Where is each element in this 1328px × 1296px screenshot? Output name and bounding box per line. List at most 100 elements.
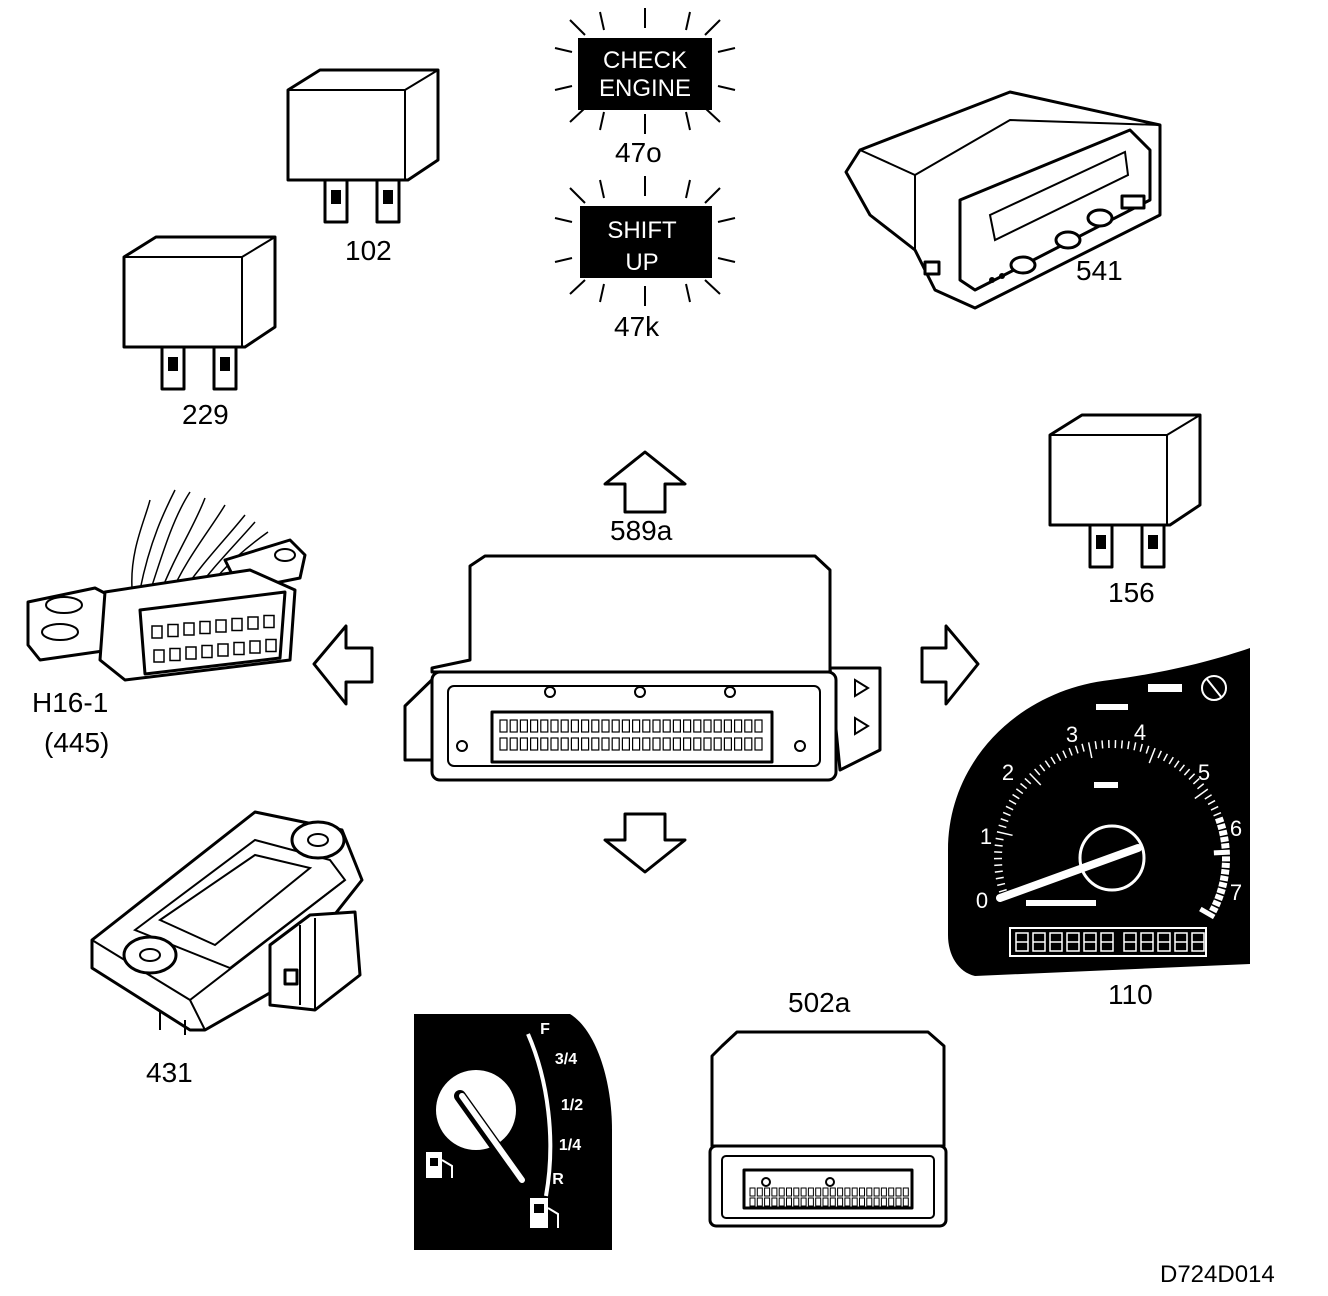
module-pin — [888, 1187, 895, 1197]
ecu-pin — [611, 737, 620, 751]
instrument-cluster-110 — [948, 648, 1250, 976]
module-pin — [844, 1187, 851, 1197]
module-pin — [844, 1197, 851, 1207]
ecu-pin — [723, 737, 733, 751]
ecu-pin — [733, 737, 743, 751]
module-pin — [837, 1197, 844, 1207]
tach-tick — [1220, 836, 1229, 843]
tach-tick — [1210, 805, 1219, 811]
tach-tick — [1211, 899, 1222, 908]
tach-tick — [1221, 862, 1230, 869]
tach-tick — [1178, 764, 1186, 772]
label-229: 229 — [182, 399, 229, 430]
h16-pin — [217, 643, 229, 657]
tach-tick — [1000, 818, 1009, 823]
tach-tick — [1024, 777, 1032, 785]
module-pin — [888, 1197, 895, 1207]
ecu-pin — [744, 719, 753, 733]
check-engine-text-1: CHECK — [603, 47, 687, 74]
tach-label-0: 0 — [976, 888, 988, 913]
ecu-pin — [611, 719, 620, 733]
odometer-display — [1015, 932, 1205, 952]
tach-tick — [1162, 753, 1169, 762]
module-pin — [749, 1197, 756, 1207]
h16-pin — [185, 646, 197, 660]
h16-pin — [263, 614, 275, 629]
module-pin — [829, 1197, 836, 1207]
module-pin — [851, 1187, 858, 1197]
tach-label-3: 3 — [1066, 722, 1078, 747]
arrow-right — [920, 624, 980, 706]
h16-pin — [249, 640, 261, 654]
ecu-pin — [733, 719, 743, 733]
ecu-pin — [693, 719, 702, 733]
ecu-pin — [499, 737, 508, 751]
ecu-pin — [591, 719, 600, 733]
module-pin — [822, 1197, 829, 1207]
module-pin — [793, 1197, 800, 1207]
tach-tick — [1127, 741, 1130, 750]
ecu-pin — [580, 719, 590, 733]
ecu-pin — [621, 737, 631, 751]
module-pin — [880, 1197, 887, 1207]
ecu-pin-grid — [499, 719, 763, 751]
tach-label-5: 5 — [1198, 760, 1210, 785]
ecu-pin — [550, 719, 559, 733]
tach-tick — [1020, 782, 1028, 790]
ecu-pin — [509, 719, 518, 733]
module-pin — [851, 1197, 858, 1207]
tach-tick — [1183, 768, 1191, 776]
sensor-431 — [90, 810, 364, 1035]
h16-pin — [233, 641, 245, 656]
label-47k: 47k — [614, 311, 660, 342]
tach-tick — [1081, 743, 1085, 752]
label-445: (445) — [44, 727, 109, 758]
tach-tick — [1008, 799, 1017, 805]
tach-tick — [1204, 794, 1213, 800]
module-pin — [778, 1187, 785, 1197]
module-pin — [756, 1197, 763, 1207]
tach-tick — [1218, 829, 1228, 837]
ecu-pin — [601, 737, 610, 751]
h16-pin — [199, 620, 211, 635]
tach-tick — [1168, 756, 1174, 765]
tach-tick — [1120, 740, 1124, 749]
module-pin — [793, 1187, 800, 1197]
tach-tick — [1207, 799, 1216, 806]
module-pin — [866, 1187, 873, 1197]
ecu-pin — [540, 737, 549, 751]
module-pin — [764, 1197, 771, 1207]
tach-tick — [1216, 887, 1226, 895]
tach-tick — [1221, 842, 1230, 849]
tach-label-6: 6 — [1230, 816, 1242, 841]
tach-tick — [1133, 742, 1137, 751]
ecu-pin — [662, 719, 671, 733]
arrow-left — [312, 624, 374, 706]
figure-code: D724D014 — [1160, 1261, 1275, 1288]
label-589a: 589a — [610, 515, 673, 546]
module-pin — [859, 1187, 865, 1197]
ecu-pin — [560, 719, 569, 733]
tach-tick — [1012, 793, 1020, 800]
tach-tick — [1056, 753, 1062, 762]
module-pin — [807, 1197, 814, 1207]
relay-156 — [1048, 413, 1202, 569]
ecu-pin — [499, 719, 508, 733]
h16-pin — [151, 625, 163, 639]
tach-tick — [1219, 875, 1229, 882]
module-pin — [873, 1197, 880, 1207]
module-pin — [880, 1187, 887, 1197]
module-pin — [815, 1187, 822, 1197]
ecu-pin — [713, 737, 722, 751]
tach-tick — [1197, 783, 1205, 790]
tach-tick — [1214, 893, 1224, 901]
ecu-pin — [529, 737, 539, 751]
label-47o: 47o — [615, 137, 662, 168]
check-engine-text-2: ENGINE — [599, 75, 691, 102]
module-502a-pin-grid — [749, 1187, 909, 1207]
module-pin — [895, 1197, 902, 1207]
ecu-pin — [631, 737, 641, 751]
module-pin — [822, 1187, 829, 1197]
module-pin — [837, 1187, 844, 1197]
ecu-pin — [744, 737, 753, 751]
